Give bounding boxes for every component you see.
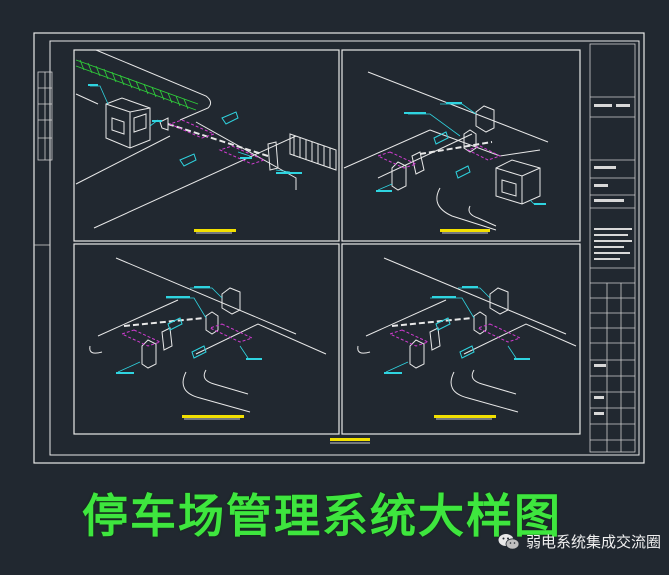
viewport-1-caption-bar (194, 229, 236, 232)
viewport-3-labels (116, 286, 262, 374)
title-block-text-marks (594, 104, 632, 415)
inner-frame (49, 40, 640, 456)
watermark: 弱电系统集成交流圈 (498, 531, 661, 552)
viewport-frames (73, 49, 581, 435)
outer-frame (33, 32, 645, 464)
viewport-4-caption-bar (434, 415, 496, 418)
viewport-2-caption-bar (440, 229, 490, 232)
title-block (589, 43, 636, 453)
viewport-3-caption-bar (182, 415, 244, 418)
drawing-title: 停车场管理系统大样图 (82, 489, 562, 543)
viewport-4-diagram (357, 257, 577, 413)
viewport-3-diagram (89, 257, 327, 413)
wechat-icon (498, 533, 520, 550)
fence-hatch (75, 59, 199, 111)
viewport-2-labels (376, 102, 546, 205)
viewport-4-labels (384, 286, 530, 374)
sheet-caption-bar (330, 438, 370, 441)
left-margin-strip (34, 71, 53, 246)
viewport-1-diagram (75, 49, 337, 229)
viewport-1-labels (88, 84, 302, 174)
watermark-text: 弱电系统集成交流圈 (525, 534, 661, 551)
viewport-2-diagram (343, 71, 549, 231)
